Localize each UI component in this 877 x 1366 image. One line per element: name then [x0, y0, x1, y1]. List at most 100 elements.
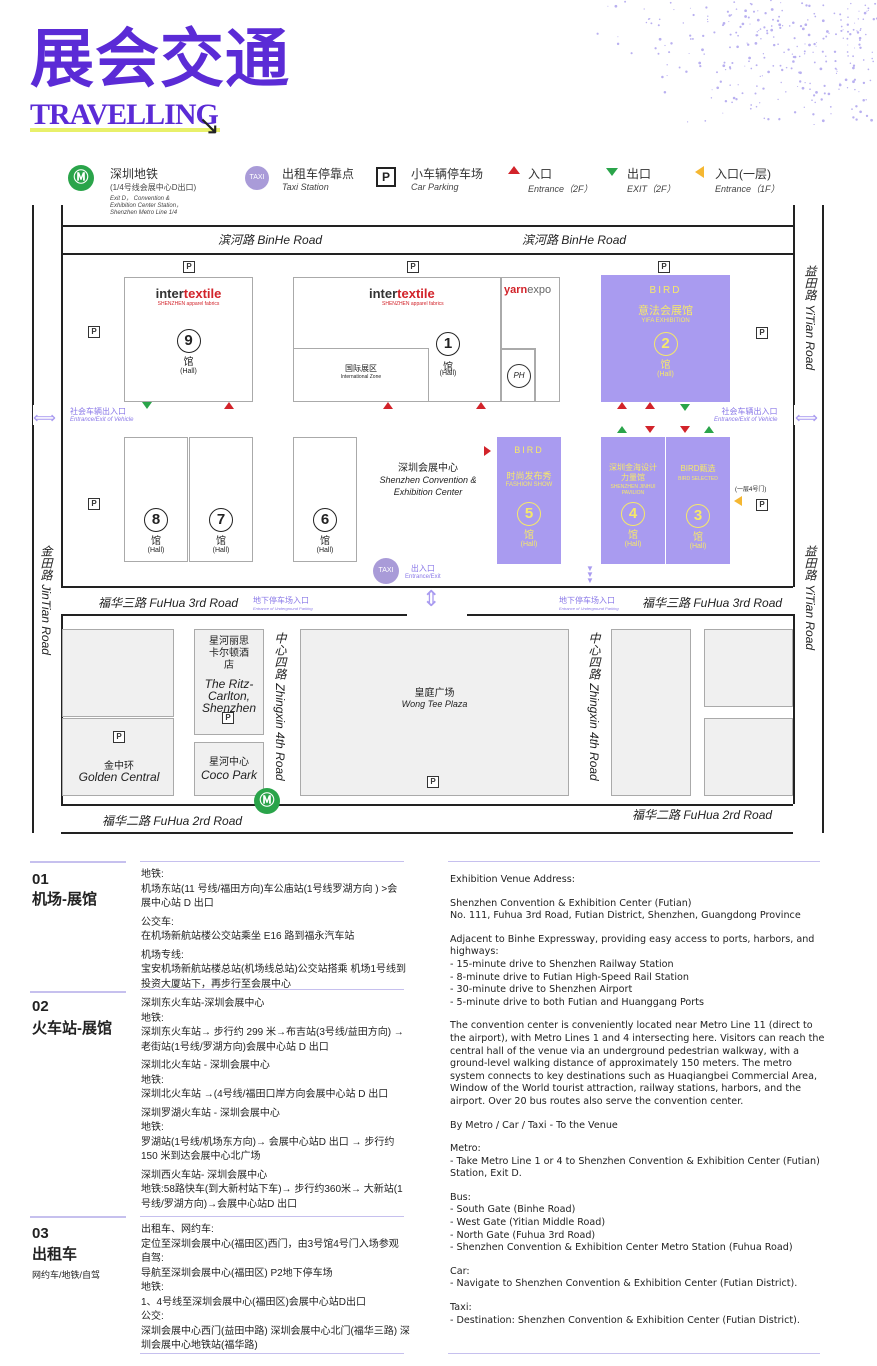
- section-02-body: 深圳东火车站-深圳会展中心 地铁: 深圳东火车站→ 步行约 299 米→布吉站(…: [141, 997, 406, 1216]
- decor-dot: [827, 92, 831, 96]
- decor-dot: [804, 43, 806, 45]
- decor-dot: [730, 14, 733, 16]
- decor-dot: [781, 68, 784, 72]
- decor-dot: [846, 37, 849, 40]
- hall-5-en: FASHION SHOW: [505, 482, 553, 488]
- wong-tee-plaza[interactable]: 皇庭广场 Wong Tee Plaza P: [300, 629, 569, 796]
- decor-dot: [736, 45, 739, 49]
- decor-dot: [737, 84, 739, 86]
- decor-dot: [872, 60, 875, 63]
- decor-dot: [846, 23, 849, 26]
- decor-dot: [755, 105, 758, 108]
- decor-dot: [856, 30, 858, 32]
- decor-dot: [849, 62, 852, 65]
- decor-dot: [702, 34, 705, 38]
- coco-en: Coco Park: [200, 768, 258, 782]
- decor-dot: [815, 91, 818, 94]
- decor-dot: [669, 1, 672, 4]
- hall-3[interactable]: BIRD甄选 BIRD SELECTED 3 馆 (Hall): [666, 437, 730, 564]
- decor-dot: [791, 53, 794, 55]
- hall-4[interactable]: 深圳金海设计力量馆 SHENZHEN JINHUI PAVILION 4 馆 (…: [601, 437, 665, 564]
- center-cn: 深圳会展中心: [398, 463, 458, 474]
- vehicle-entrance-left: 社会车辆出入口 Entrance/Exit of Vehicle: [70, 406, 133, 423]
- decor-dot: [713, 31, 716, 34]
- decor-dot: [807, 19, 809, 21]
- decor-dot: [759, 102, 761, 104]
- hall-label-en: (Hall): [520, 541, 538, 548]
- decor-dot: [812, 51, 814, 53]
- legend-taxi-text: 出租车停靠点 Taxi Station: [282, 165, 354, 192]
- hall-4-number: 4: [621, 502, 645, 526]
- intl-zone-en: International Zone: [340, 374, 382, 380]
- hall-label: 馆: [628, 530, 638, 541]
- info-paragraph: Exhibition Venue Address:: [450, 874, 575, 885]
- info-paragraph: The convention center is conveniently lo…: [450, 1020, 825, 1107]
- hall-label: 馆: [660, 360, 671, 371]
- decor-dot: [793, 37, 796, 40]
- yarnexpo-logo: yarnexpo: [504, 284, 551, 296]
- hall-1[interactable]: intertextile SHENZHEN apparel fabrics ya…: [293, 277, 560, 402]
- hall-2[interactable]: BIRD 意法会展馆 YIFA EXHIBITION 2 馆 (Hall): [601, 275, 730, 402]
- decor-dot: [741, 92, 744, 95]
- decor-dot: [854, 88, 856, 91]
- legend-entrance2f-text: 入口 Entrance（2F）: [528, 165, 593, 195]
- decorative-dots: [596, 0, 877, 125]
- pedestrian-arrow-icon: ⇕: [422, 586, 441, 611]
- hall-7[interactable]: 7 馆 (Hall): [189, 437, 253, 562]
- decor-dot: [785, 66, 788, 69]
- coco-park[interactable]: 星河中心 Coco Park: [194, 742, 264, 796]
- decor-dot: [705, 6, 708, 9]
- road-jintian: 金田路 JinTian Road: [39, 545, 53, 655]
- vehicle-left-en: Entrance/Exit of Vehicle: [70, 417, 134, 423]
- intertextile-logo: intertextile: [125, 286, 252, 301]
- decor-dot: [732, 96, 736, 100]
- road-binhe-right: 滨河路 BinHe Road: [522, 233, 627, 247]
- decor-dot: [813, 12, 816, 15]
- s3-line: 定位至深圳会展中心(福田区)西门，由3号馆4号门入场参观: [141, 1238, 399, 1250]
- intertextile-sub: SHENZHEN apparel fabrics: [382, 301, 444, 307]
- s1-line: 机场东站(11 号线/福田方向)车公庙站(1号线罗湖方向 ) >会展中心站 D …: [141, 883, 398, 910]
- hall-label-en: (Hall): [689, 543, 707, 550]
- parking-icon: P: [222, 712, 234, 724]
- decor-dot: [770, 8, 774, 11]
- hall-label-en: (Hall): [624, 541, 642, 548]
- decor-dot: [838, 83, 842, 87]
- hall-1-number: 1: [436, 332, 460, 356]
- ritz-carlton[interactable]: 星河丽思卡尔顿酒店 The Ritz-Carlton, Shenzhen P: [194, 629, 264, 735]
- hall-3-gate-label: (一层4号门): [735, 487, 767, 493]
- hall-9[interactable]: intertextile SHENZHEN apparel fabrics 9 …: [124, 277, 253, 402]
- decor-dot: [805, 4, 808, 7]
- info-paragraph: Taxi: - Destination: Shenzhen Convention…: [450, 1302, 800, 1326]
- international-zone[interactable]: 国际展区 International Zone: [294, 348, 429, 402]
- convention-center-label: 深圳会展中心 Shenzhen Convention & Exhibition …: [368, 459, 488, 498]
- decor-dot: [801, 86, 805, 90]
- s2-line: 深圳北火车站 - 深圳会展中心: [141, 1060, 270, 1071]
- decor-dot: [825, 60, 828, 63]
- decor-dot: [850, 2, 852, 5]
- legend-entrance2f-sub: Entrance（2F）: [528, 184, 593, 194]
- decor-dot: [865, 114, 869, 118]
- hall-7-number: 7: [209, 508, 233, 532]
- s2-line: 深圳东火车站→ 步行约 299 米→布吉站(3号线/益田方向) → 老街站(1号…: [141, 1027, 404, 1053]
- decor-dot: [762, 53, 765, 55]
- decor-dot: [807, 33, 811, 37]
- decor-dot: [748, 56, 751, 60]
- s2-line: 罗湖站(1号线/机场东方向)→ 会展中心站D 出口 → 步行约 150 米到达会…: [141, 1136, 395, 1163]
- hall-5[interactable]: BIRD 时尚发布秀 FASHION SHOW 5 馆 (Hall): [497, 437, 561, 564]
- center-en: Shenzhen Convention & Exhibition Center: [379, 475, 477, 497]
- decor-dot: [777, 98, 779, 101]
- decor-dot: [846, 51, 849, 53]
- decor-dot: [688, 52, 690, 55]
- decor-dot: [750, 67, 753, 70]
- decor-dot: [796, 45, 798, 48]
- hall-6[interactable]: 6 馆 (Hall): [293, 437, 357, 562]
- decor-dot: [630, 52, 633, 55]
- s2-line: 深圳北火车站 →(4号线/福田口岸方向会展中心站 D 出口: [141, 1089, 389, 1100]
- hall-label-en: (Hall): [212, 547, 230, 554]
- golden-central[interactable]: P 金中环 Golden Central: [62, 718, 174, 796]
- decor-dot: [820, 98, 823, 101]
- decor-dot: [836, 69, 838, 71]
- exit-arrow: [617, 426, 627, 433]
- decor-dot: [670, 42, 673, 45]
- hall-8[interactable]: 8 馆 (Hall): [124, 437, 188, 562]
